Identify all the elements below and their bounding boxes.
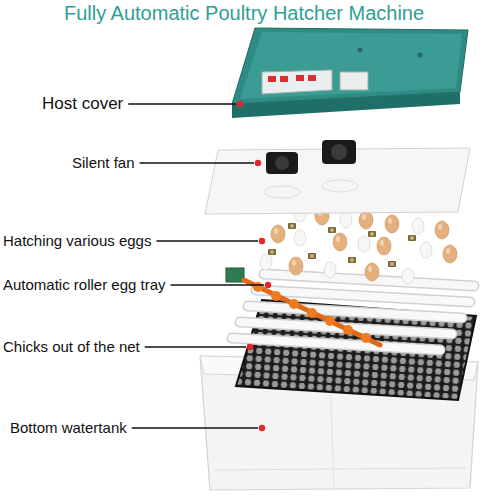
leader-line [171,284,264,286]
leader-dot [247,344,253,350]
leader-line [145,346,246,348]
host-cover [232,28,468,118]
leader-dot [265,282,271,288]
roller-egg-tray [226,268,474,350]
leader-dot [255,160,261,166]
leader-dot [259,238,265,244]
part-label: Automatic roller egg tray [3,276,166,293]
eggs [260,206,457,284]
leader-line [140,162,254,164]
fan-plate [205,140,470,214]
leader-dot [237,101,243,107]
leader-line [128,103,236,105]
leader-dot [259,425,265,431]
part-label: Bottom watertank [10,419,127,436]
part-label: Silent fan [72,154,135,171]
leader-line [156,240,258,242]
part-label: Host cover [42,94,123,114]
diagram-title: Fully Automatic Poultry Hatcher Machine [64,2,424,25]
part-label: Chicks out of the net [3,338,140,355]
part-label: Hatching various eggs [3,232,151,249]
leader-line [132,427,258,429]
